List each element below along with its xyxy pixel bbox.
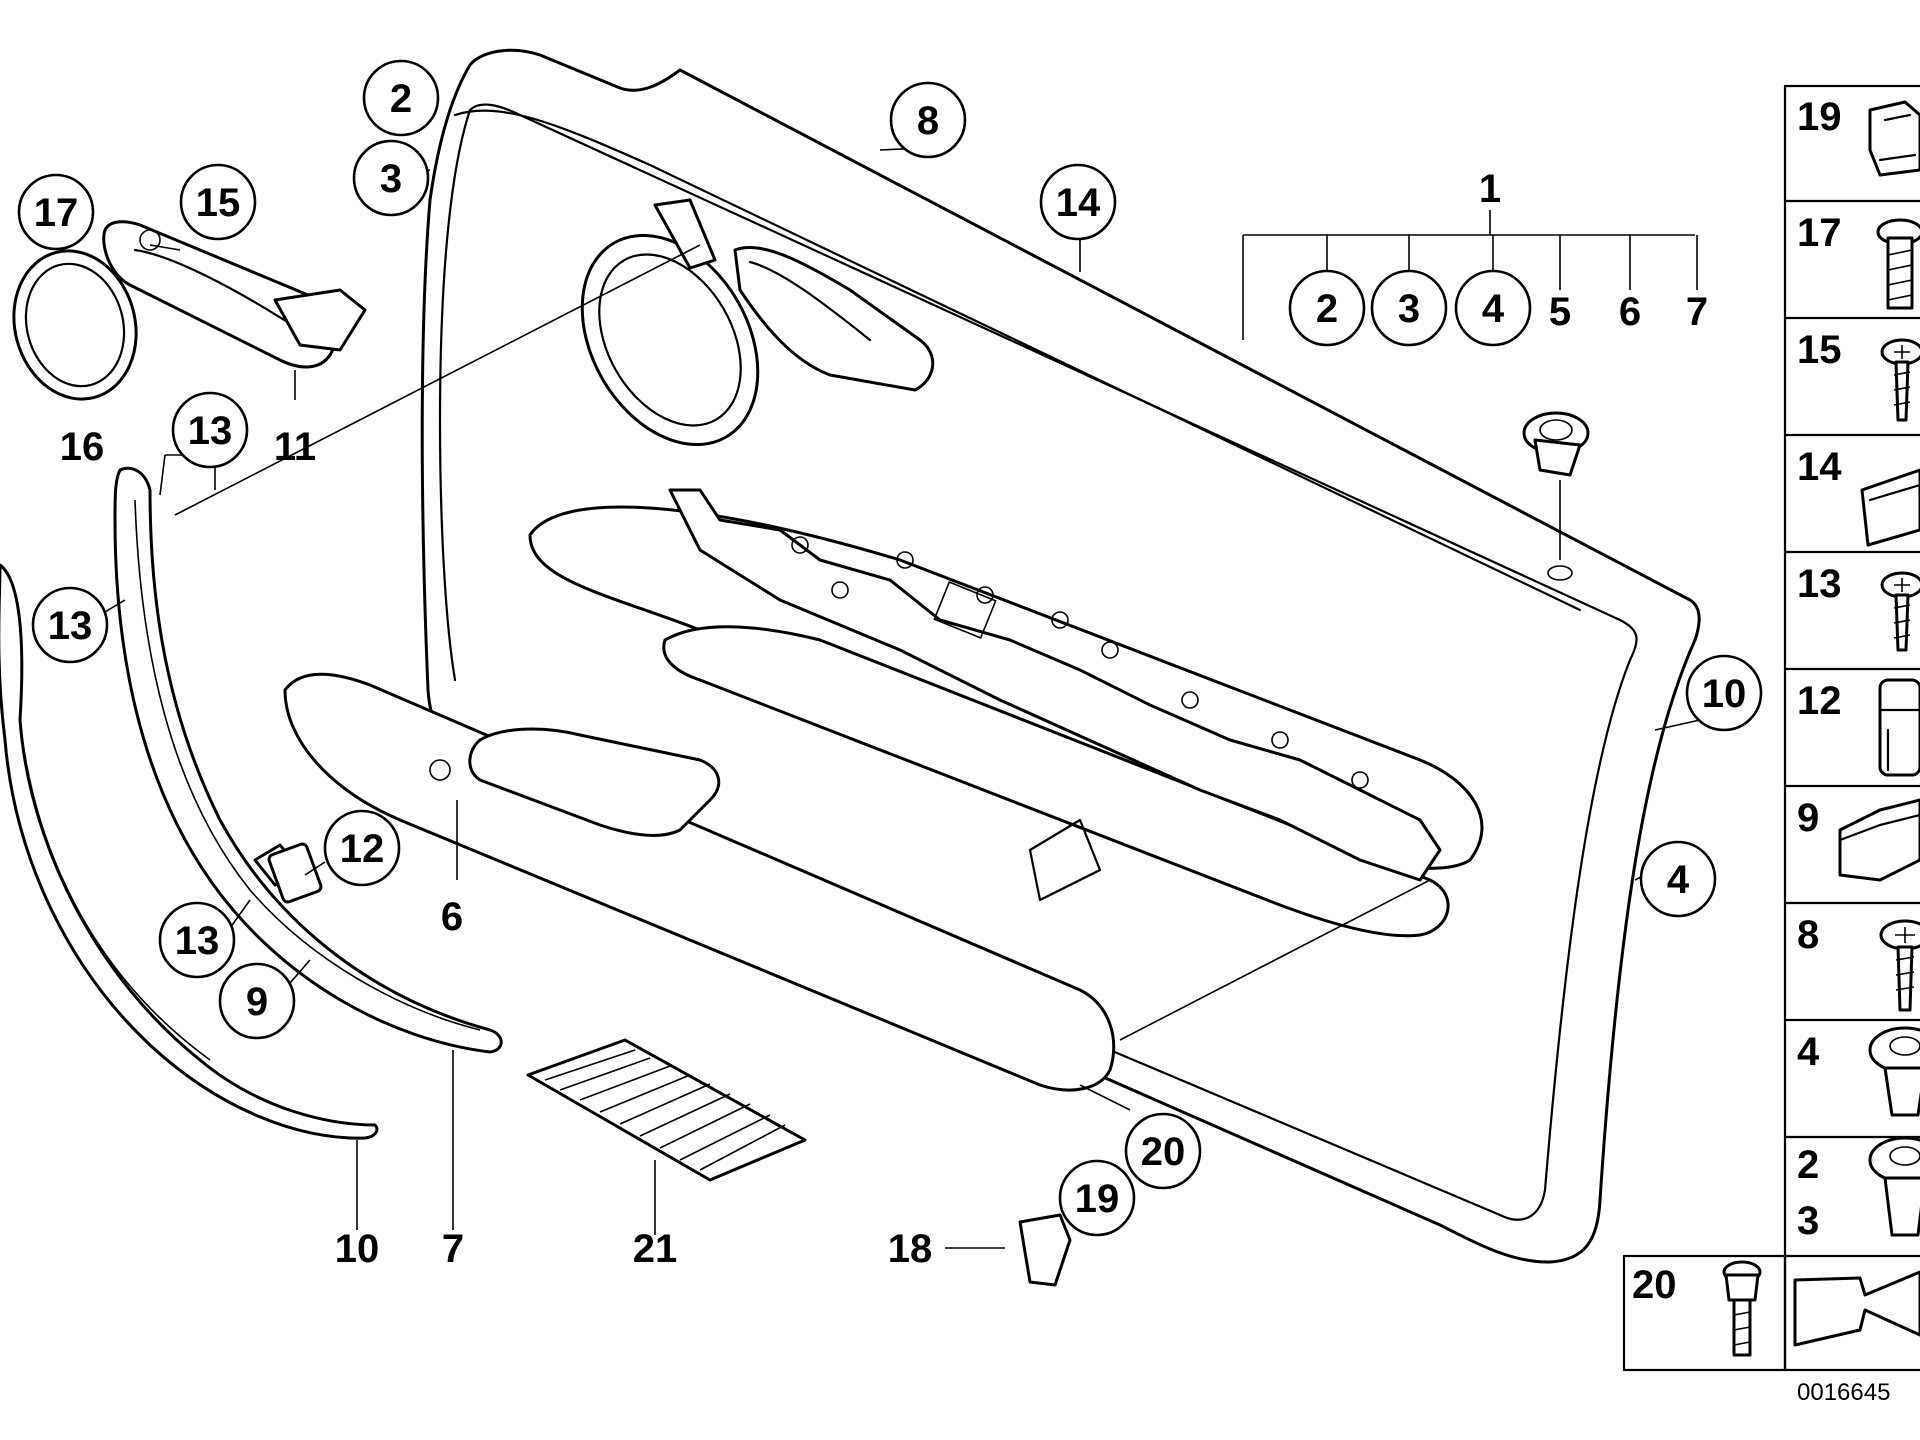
plug-part-12 [267,842,323,904]
callout-3: 3 [380,157,402,201]
legend-num-2: 2 [1797,1143,1819,1187]
callout-9: 9 [246,980,268,1024]
expanding-rivet-icon [1868,1136,1920,1237]
callout-labels: 2 3 8 14 1 2 3 4 5 6 7 17 15 16 11 13 13… [17,59,1763,1271]
clip-icon [1868,100,1920,177]
callout-1-4: 4 [1482,287,1505,331]
callout-13-mid: 13 [48,604,93,648]
cover-cap-part-18 [1018,1213,1072,1287]
callout-1-6: 6 [1619,290,1641,334]
screw-icon [1880,338,1920,422]
inner-handle-part-11 [102,220,367,369]
legend-num-13: 13 [1797,562,1842,606]
trim-strip-part-10 [0,563,379,1140]
callout-19: 19 [1075,1177,1120,1221]
reference-number: 0016645 [1797,1379,1890,1406]
callout-7: 7 [442,1227,464,1271]
callout-1-3: 3 [1398,287,1420,331]
bolt-icon [1876,218,1920,310]
storage-mat-part-21 [526,1038,807,1182]
callout-16: 16 [60,425,105,469]
callout-10-right: 10 [1702,672,1747,716]
legend-num-8: 8 [1797,913,1819,957]
legend-num-19: 19 [1797,95,1842,139]
parts-legend: 19 17 15 14 13 12 9 8 4 2 3 20 [1622,84,1920,1372]
legend-num-15: 15 [1797,328,1842,372]
door-trim-panel [283,48,1701,1264]
legend-num-12: 12 [1797,679,1842,723]
callout-13-low: 13 [175,919,220,963]
legend-num-4: 4 [1797,1030,1820,1074]
direction-arrow-icon [1793,1270,1920,1347]
screw-icon [1880,571,1920,652]
speaker-cover-part-16 [12,249,138,401]
callout-2: 2 [390,77,412,121]
callout-1-7: 7 [1686,290,1708,334]
bolt-icon [1722,1260,1762,1357]
screw-icon [1879,919,1920,1012]
bracket-icon [1860,468,1920,547]
callout-6: 6 [441,895,463,939]
callout-21: 21 [633,1227,678,1271]
callout-1-2: 2 [1316,287,1338,331]
legend-num-14: 14 [1797,445,1842,489]
callout-1: 1 [1479,167,1501,211]
callout-8: 8 [917,99,939,143]
callout-1-5: 5 [1549,290,1571,334]
callout-20: 20 [1141,1130,1186,1174]
clip-part-5 [1522,411,1590,477]
callout-17: 17 [34,191,79,235]
callout-12: 12 [340,827,385,871]
legend-num-3: 3 [1797,1199,1819,1243]
callout-15: 15 [196,181,241,225]
plug-icon [1878,678,1920,777]
callout-18: 18 [888,1227,933,1271]
callout-14: 14 [1056,181,1101,225]
legend-num-9: 9 [1797,796,1819,840]
callout-11: 11 [274,425,316,469]
legend-num-17: 17 [1797,211,1842,255]
callout-4-right: 4 [1667,858,1690,902]
legend-num-20: 20 [1632,1263,1677,1307]
clip-icon [1838,798,1920,882]
expanding-rivet-icon [1868,1026,1920,1117]
callout-13-top: 13 [188,409,233,453]
callout-10: 10 [335,1227,380,1271]
